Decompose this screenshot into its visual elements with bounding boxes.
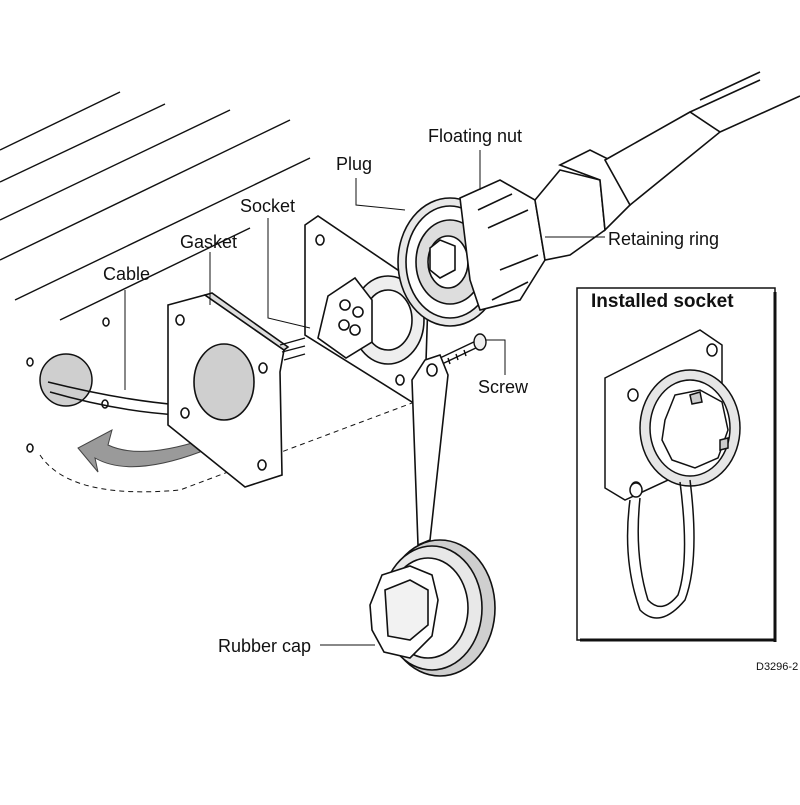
leader-plug bbox=[355, 178, 406, 211]
label-retaining-ring: Retaining ring bbox=[608, 229, 719, 249]
label-cable: Cable bbox=[103, 264, 150, 284]
alignment-dashed-line bbox=[39, 399, 421, 493]
label-socket: Socket bbox=[240, 196, 295, 216]
panel-holes bbox=[26, 317, 110, 453]
label-plug: Plug bbox=[336, 154, 372, 174]
socket-pins bbox=[279, 337, 306, 361]
socket-insert bbox=[317, 276, 373, 359]
mounting-surface-lines bbox=[0, 91, 311, 321]
installed-socket-inset: Installed socket bbox=[576, 287, 777, 642]
figure-reference: D3296-2 bbox=[756, 661, 798, 673]
socket bbox=[304, 215, 429, 403]
floating-nut bbox=[459, 179, 546, 311]
leader-socket bbox=[267, 218, 311, 329]
label-floating-nut: Floating nut bbox=[428, 126, 522, 146]
rubber-cap bbox=[369, 539, 496, 677]
rubber-cap-strap bbox=[411, 354, 449, 547]
inset-cap-strap bbox=[626, 479, 695, 619]
plug-cable bbox=[603, 71, 800, 207]
leader-screw bbox=[485, 339, 506, 375]
screw bbox=[439, 333, 487, 365]
leader-lines bbox=[124, 150, 605, 646]
label-screw: Screw bbox=[478, 377, 529, 397]
gasket bbox=[167, 292, 290, 488]
label-rubber-cap: Rubber cap bbox=[218, 636, 311, 656]
label-gasket: Gasket bbox=[180, 232, 237, 252]
inset-title: Installed socket bbox=[591, 291, 734, 312]
panel-cutout bbox=[39, 353, 93, 407]
